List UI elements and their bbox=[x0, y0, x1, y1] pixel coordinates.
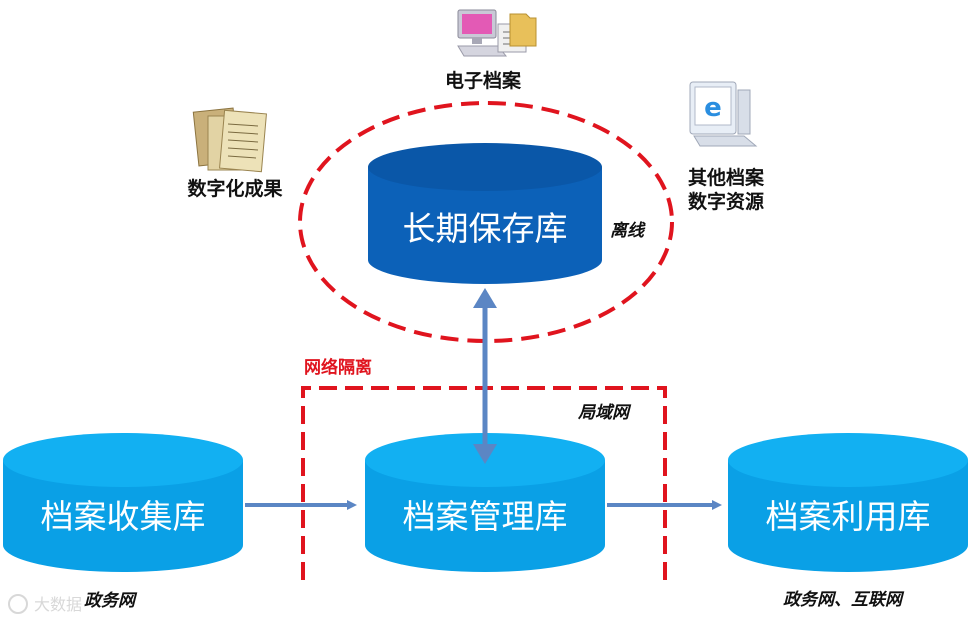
utilization-db-label: 档案利用库 bbox=[766, 497, 931, 536]
management-db-label: 档案管理库 bbox=[403, 497, 568, 536]
gov-internet-label: 政务网、互联网 bbox=[783, 590, 905, 610]
utilization-db-cylinder: 档案利用库 bbox=[728, 433, 968, 572]
ie-computer-icon: e bbox=[689, 81, 758, 147]
lan-label: 局域网 bbox=[577, 403, 632, 423]
offline-label: 离线 bbox=[610, 221, 646, 241]
collection-db-label: 档案收集库 bbox=[41, 497, 206, 536]
scroll-documents-icon bbox=[192, 107, 267, 173]
gov-net-label: 政务网 bbox=[84, 591, 138, 611]
watermark: 大数据 bbox=[8, 594, 82, 614]
digitization-label: 数字化成果 bbox=[187, 177, 282, 200]
offline-zone-ellipse bbox=[298, 101, 674, 343]
long-term-storage-cylinder: 长期保存库 bbox=[368, 143, 602, 284]
long-term-storage-label: 长期保存库 bbox=[403, 209, 568, 248]
other-archive-label-line1: 其他档案 bbox=[688, 166, 765, 189]
network-isolation-label: 网络隔离 bbox=[304, 357, 372, 378]
electronic-archive-label: 电子档案 bbox=[445, 69, 522, 92]
bidirectional-arrow bbox=[473, 288, 497, 464]
other-archive-label-line2: 数字资源 bbox=[688, 190, 764, 213]
watermark-text: 大数据 bbox=[34, 595, 82, 614]
svg-text:e: e bbox=[704, 93, 722, 123]
computer-folder-icon bbox=[457, 9, 537, 57]
collection-db-cylinder: 档案收集库 bbox=[3, 433, 243, 572]
